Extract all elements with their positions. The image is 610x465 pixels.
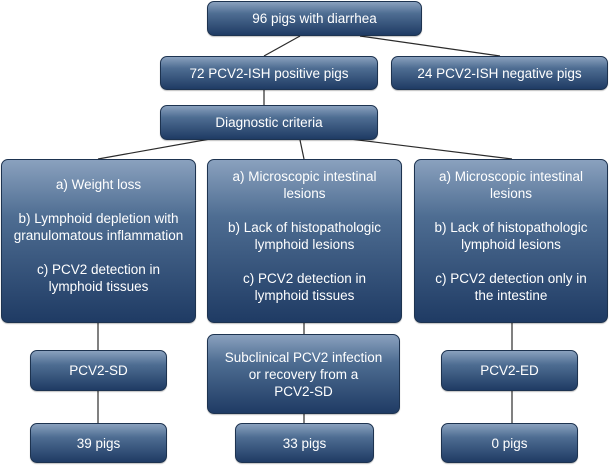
criterion-a-col3: a) Microscopic intestinal lesions: [438, 169, 584, 201]
outcome-node-col2: Subclinical PCV2 infection or recovery f…: [207, 334, 400, 414]
criteria-box-col1: a) Weight loss b) Lymphoid depletion wit…: [1, 159, 196, 323]
connector-criteria-col2: [299, 139, 305, 160]
connector-root-positive: [263, 35, 301, 57]
outcome-node-col3: PCV2-ED: [441, 350, 578, 391]
root-node: 96 pigs with diarrhea: [207, 1, 422, 36]
connector-criteria-col3: [349, 138, 513, 160]
outcome-node-col1: PCV2-SD: [30, 350, 167, 391]
positive-node: 72 PCV2-ISH positive pigs: [160, 56, 378, 90]
criteria-box-col3: a) Microscopic intestinal lesions b) Lac…: [414, 159, 608, 323]
connector-criteria-col1: [97, 138, 211, 160]
criterion-b-col3: b) Lack of histopathologic lymphoid lesi…: [434, 220, 588, 252]
criterion-b-col2: b) Lack of histopathologic lymphoid lesi…: [227, 220, 382, 252]
count-node-col3: 0 pigs: [441, 423, 578, 463]
negative-node: 24 PCV2-ISH negative pigs: [391, 56, 608, 90]
count-node-col1: 39 pigs: [30, 423, 167, 463]
criterion-a-col1: a) Weight loss: [55, 177, 142, 192]
connector-root-negative: [359, 35, 501, 57]
criterion-c-col2: c) PCV2 detection in lymphoid tissues: [242, 271, 367, 303]
criterion-a-col2: a) Microscopic intestinal lesions: [232, 169, 377, 201]
criterion-c-col1: c) PCV2 detection in lymphoid tissues: [36, 262, 161, 294]
criteria-box-col2: a) Microscopic intestinal lesions b) Lac…: [207, 159, 402, 323]
count-node-col2: 33 pigs: [235, 423, 374, 463]
criteria-header-node: Diagnostic criteria: [160, 105, 378, 140]
criterion-b-col1: b) Lymphoid depletion with granulomatous…: [13, 211, 184, 243]
criterion-c-col3: c) PCV2 detection only in the intestine: [435, 271, 587, 303]
